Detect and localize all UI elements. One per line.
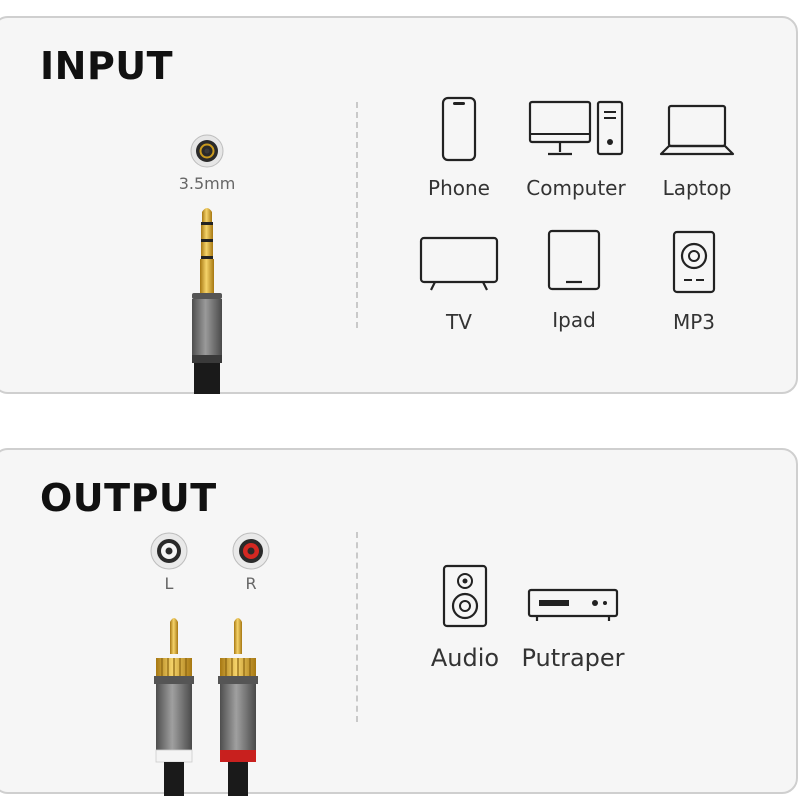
device-label: Phone: [428, 176, 490, 200]
input-heading: INPUT: [40, 44, 174, 88]
right-channel-label: R: [245, 574, 257, 593]
speaker-icon: [442, 564, 488, 628]
computer-icon: [528, 100, 624, 156]
jack-socket-icon: [190, 134, 224, 168]
amplifier-icon: [527, 588, 619, 621]
device-label: Ipad: [552, 308, 596, 332]
output-divider: [356, 532, 358, 722]
tv-icon: [419, 236, 499, 291]
rca-plugs-icon: [154, 618, 258, 796]
device-mp3: MP3: [629, 230, 759, 334]
device-label: Putraper: [521, 644, 625, 672]
device-tv: TV: [394, 230, 524, 334]
mp3-player-icon: [672, 230, 716, 294]
laptop-icon: [659, 104, 735, 156]
input-panel: INPUT 3.5mm: [0, 16, 798, 394]
device-audio: Audio: [400, 564, 530, 672]
phone-icon: [441, 96, 477, 162]
aux-plug-icon: [192, 208, 222, 394]
device-ipad: Ipad: [509, 228, 639, 332]
left-channel-label: L: [164, 574, 174, 593]
device-label: Audio: [430, 644, 500, 672]
device-laptop: Laptop: [632, 96, 762, 200]
device-label: Laptop: [662, 176, 732, 200]
device-label: TV: [446, 310, 472, 334]
output-heading: OUTPUT: [40, 476, 217, 520]
device-putraper: Putraper: [508, 564, 638, 672]
device-label: Computer: [526, 176, 626, 200]
red-rca-socket-icon: [232, 532, 270, 570]
device-label: MP3: [672, 310, 716, 334]
device-phone: Phone: [394, 96, 524, 200]
tablet-icon: [547, 229, 601, 291]
device-computer: Computer: [511, 96, 641, 200]
output-panel: OUTPUT L R: [0, 448, 798, 796]
white-rca-socket-icon: [150, 532, 188, 570]
jack-size-label: 3.5mm: [178, 174, 236, 193]
input-divider: [356, 102, 358, 328]
